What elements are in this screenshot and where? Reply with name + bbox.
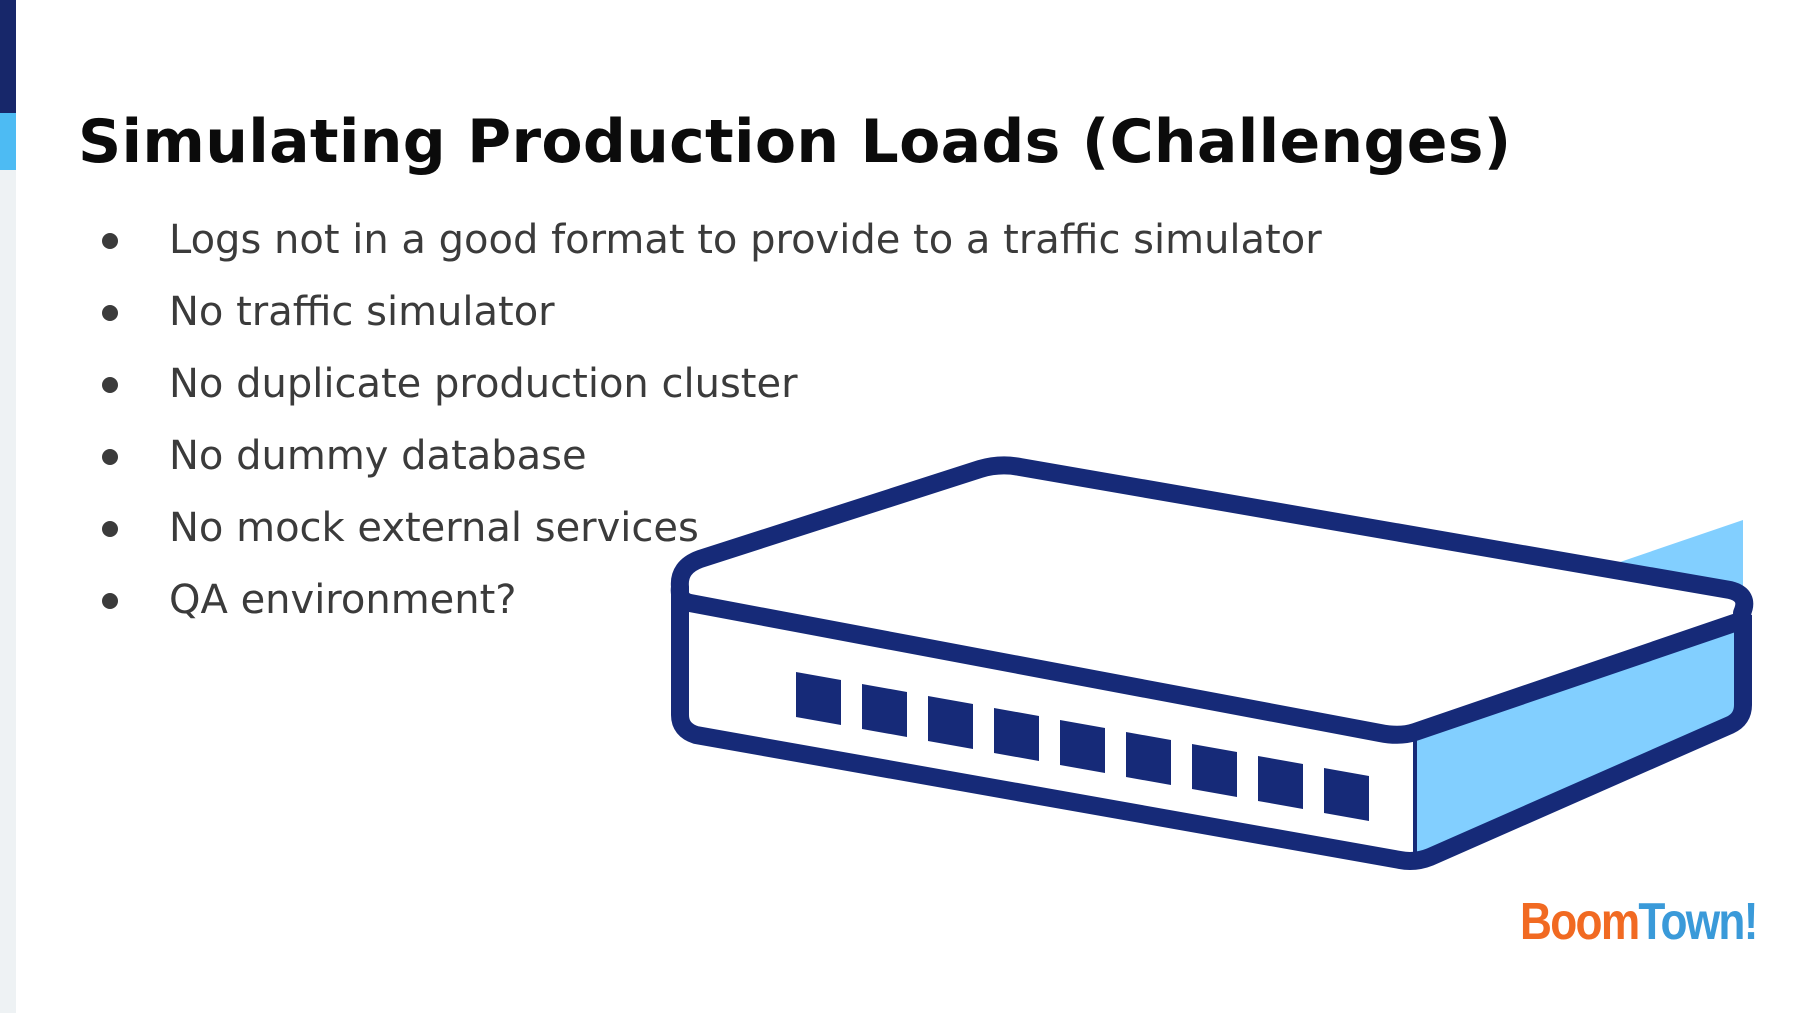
bullet-text: No mock external services (169, 505, 699, 551)
switch-port (1192, 744, 1237, 797)
bullet-list: Logs not in a good format to provide to … (100, 210, 1322, 642)
bullet-dot-icon (102, 233, 118, 249)
bullet-item: QA environment? (100, 570, 1322, 642)
bullet-dot-icon (102, 521, 118, 537)
switch-port (1258, 756, 1303, 809)
switch-port (994, 708, 1039, 761)
bullet-text: No dummy database (169, 433, 587, 479)
switch-port (1126, 732, 1171, 785)
bullet-text: QA environment? (169, 577, 517, 623)
bullet-item: Logs not in a good format to provide to … (100, 210, 1322, 282)
bullet-dot-icon (102, 377, 118, 393)
bullet-item: No traffic simulator (100, 282, 1322, 354)
bullet-item: No dummy database (100, 426, 1322, 498)
logo-part-town: Town! (1638, 893, 1758, 951)
bullet-item: No duplicate production cluster (100, 354, 1322, 426)
switch-port (1324, 768, 1369, 821)
sidebar-strip (0, 0, 16, 1013)
boomtown-logo: BoomTown! (1520, 892, 1758, 952)
bullet-text: No traffic simulator (169, 289, 555, 335)
switch-port (862, 684, 907, 737)
bullet-item: No mock external services (100, 498, 1322, 570)
logo-part-boom: Boom (1520, 893, 1640, 951)
accent-bar-light (0, 113, 16, 170)
bullet-dot-icon (102, 593, 118, 609)
slide-title: Simulating Production Loads (Challenges) (78, 107, 1512, 177)
bullet-dot-icon (102, 305, 118, 321)
switch-ports (796, 672, 1369, 821)
switch-body-outline (671, 587, 1752, 870)
switch-port (928, 696, 973, 749)
accent-bar-dark (0, 0, 16, 113)
switch-port (796, 672, 841, 725)
bullet-dot-icon (102, 449, 118, 465)
network-switch-icon (670, 456, 1754, 870)
switch-port (1060, 720, 1105, 773)
bullet-text: Logs not in a good format to provide to … (169, 217, 1322, 263)
bullet-text: No duplicate production cluster (169, 361, 798, 407)
switch-top-face (670, 456, 1754, 744)
